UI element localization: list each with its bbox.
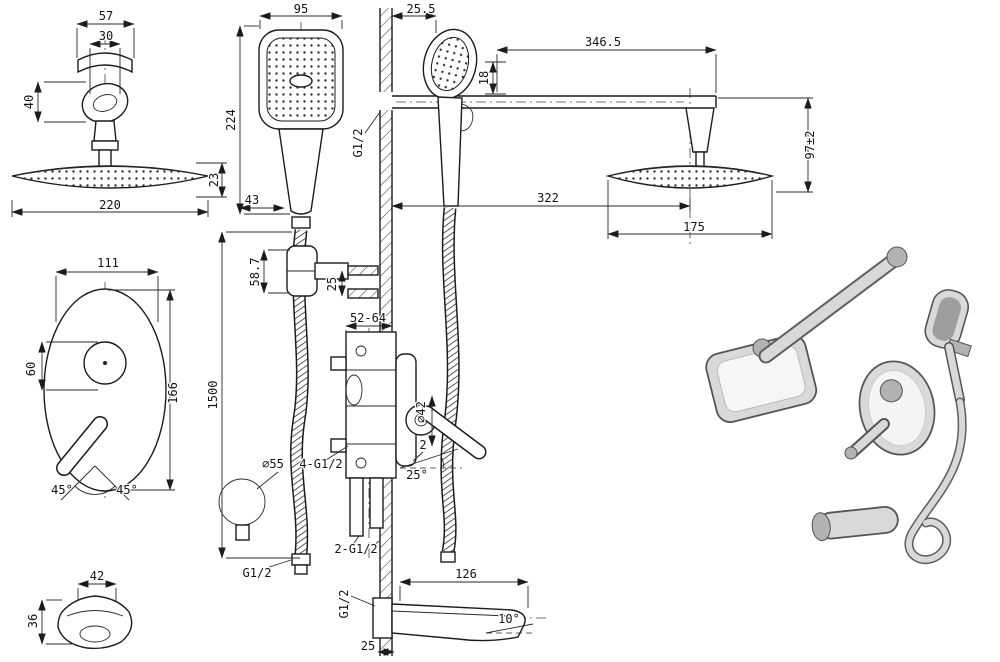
- tub-spout-front-view: [57, 595, 133, 650]
- label-dim-97: 97±2: [803, 131, 817, 160]
- label-dim-45-right: 45°: [116, 483, 138, 497]
- inlet-port-lower: [330, 438, 347, 453]
- illustration-lever-knob: [844, 446, 858, 460]
- illustration-arm-flange: [886, 246, 908, 268]
- label-dim-1500: 1500: [206, 381, 220, 410]
- illustration-hose: [906, 399, 966, 563]
- hanging-hand-shower-handle: [437, 96, 463, 207]
- overhead-shower-side-view: [11, 52, 209, 189]
- illustration-tub-spout: [811, 506, 899, 542]
- overhead-shower-disc-right: [605, 165, 775, 189]
- label-dim-10-deg: 10°: [498, 612, 520, 626]
- label-thread-g12-hose: G1/2: [243, 566, 272, 580]
- mounting-stud-lower: [347, 288, 379, 299]
- illustration-hand-shower: [924, 289, 970, 349]
- label-dim-23: 23: [207, 173, 221, 187]
- label-dim-40: 40: [22, 95, 36, 109]
- mounting-stud-upper: [347, 265, 379, 276]
- label-dim-224: 224: [224, 109, 238, 131]
- label-dim-25-wall: 25: [361, 639, 375, 653]
- hand-shower-front-view: [258, 29, 344, 229]
- label-dim-166: 166: [166, 382, 180, 404]
- mixer-lever: [57, 417, 107, 475]
- label-dim-30: 30: [99, 29, 113, 43]
- label-dim-58-7: 58.7: [248, 258, 262, 287]
- label-thread-g12-top: G1/2: [351, 129, 365, 158]
- label-dim-36: 36: [26, 614, 40, 628]
- hose-end-fitting: [440, 551, 456, 563]
- upper-hand-shower-hose: [440, 207, 460, 563]
- outlet-stub-left: [349, 477, 364, 537]
- hand-shower-handle: [278, 128, 324, 215]
- illustration-shower-plate: [705, 334, 818, 423]
- label-dim-175: 175: [683, 220, 705, 234]
- label-dim-45-left: 45°: [51, 483, 73, 497]
- mixer-valve-front-view: [43, 288, 167, 492]
- label-dim-25-deg: 25°: [406, 468, 428, 482]
- illustration-mixer-lever: [849, 420, 888, 456]
- hose-nut: [291, 553, 311, 566]
- label-dim-220: 220: [99, 198, 121, 212]
- label-dim-60: 60: [24, 362, 38, 376]
- arm-flange: [685, 107, 715, 153]
- shower-arm-assembly-view: [379, 28, 775, 207]
- dimension-lines: [11, 12, 813, 656]
- mount-bracket: [77, 52, 133, 74]
- label-dim-346-5: 346.5: [585, 35, 621, 49]
- spout-mouth: [79, 625, 111, 643]
- label-dim-43: 43: [245, 193, 259, 207]
- label-dim-2: 2: [419, 438, 426, 452]
- bracket-arm: [314, 262, 349, 280]
- slide-bracket: [286, 245, 379, 299]
- label-dim-57: 57: [99, 9, 113, 23]
- head-stem: [695, 151, 705, 168]
- label-dim-111: 111: [97, 256, 119, 270]
- label-dim-25-studs: 25: [325, 277, 339, 291]
- spout-front-outline: [57, 595, 133, 650]
- label-dim-42-spout: 42: [90, 569, 104, 583]
- valve-rough-in-section-view: [218, 331, 487, 541]
- label-dim-18: 18: [477, 71, 491, 85]
- label-dim-126: 126: [455, 567, 477, 581]
- outlet-stub-right: [369, 477, 384, 529]
- overhead-shower-disc-left: [11, 165, 209, 189]
- wall-pass-through: [379, 92, 393, 110]
- label-dim-25-5: 25.5: [407, 2, 436, 16]
- inlet-port-upper: [330, 356, 347, 371]
- label-dim-dia-55: ∅55: [262, 457, 284, 471]
- label-dim-95: 95: [294, 2, 308, 16]
- illustration-shower-arm: [760, 254, 900, 362]
- label-dim-52-64: 52-64: [350, 311, 386, 325]
- product-illustration: [705, 246, 972, 565]
- label-thread-g12-bottom: G1/2: [337, 590, 351, 619]
- label-dim-322: 322: [537, 191, 559, 205]
- handle-connector: [291, 216, 311, 229]
- hose-outlet: [294, 564, 308, 575]
- escutcheon-ring-front: [218, 478, 266, 526]
- logo-badge: [289, 74, 313, 88]
- label-thread-4-g12: 4-G1/2: [299, 457, 342, 471]
- hand-shower-holder-hook: [459, 103, 474, 132]
- illustration-hand-shower-handle: [945, 343, 964, 404]
- joint-neck: [93, 120, 117, 142]
- label-thread-2-g12: 2-G1/2: [334, 542, 377, 556]
- spout-wall-fitting: [372, 597, 393, 639]
- label-dim-dia-42: ∅42: [414, 401, 428, 423]
